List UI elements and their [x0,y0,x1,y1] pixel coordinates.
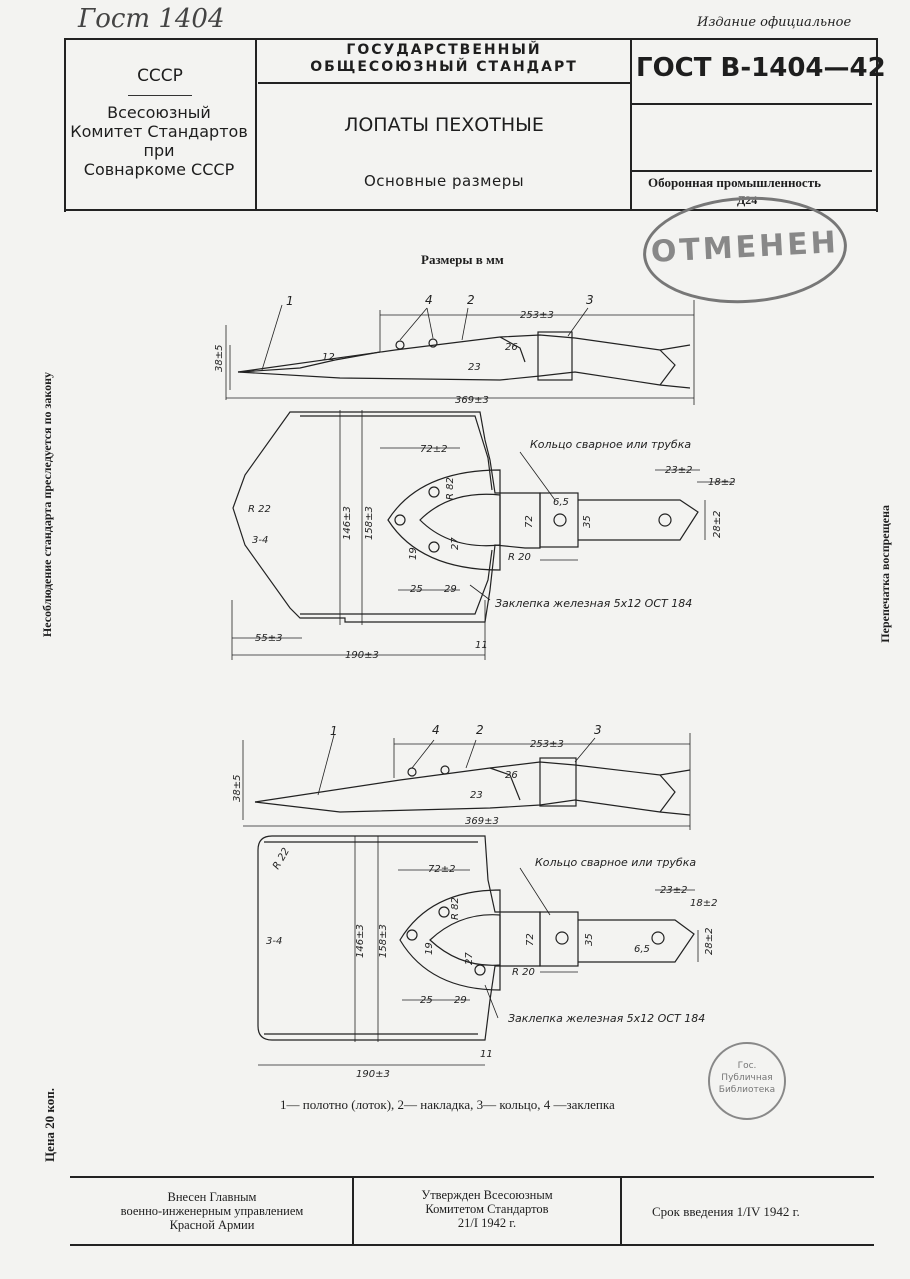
units-note: Размеры в мм [421,252,504,267]
dim-label: R 82 [445,477,456,500]
blade-plan-view-2 [257,835,699,1066]
callout-3: 3 [586,293,594,307]
dim-label: 369±3 [455,395,489,406]
dim-label: 55±3 [255,633,282,644]
dim-label: 38±5 [232,775,243,802]
rivet-note: Заклепка железная 5х12 ОСТ 184 [508,1012,705,1025]
dim-label: 146±3 [342,506,353,540]
footer-divider-2 [620,1178,622,1244]
dim-label: 26 [505,342,518,353]
dim-label: 72±2 [420,444,447,455]
rivet-note: Заклепка железная 5х12 ОСТ 184 [495,597,692,610]
callout-4: 4 [432,723,440,737]
dim-label: R 20 [508,552,531,563]
dim-label: 28±2 [712,511,723,538]
dim-label: 35 [582,515,593,528]
dim-label: 38±5 [214,345,225,372]
standard-code: ГОСТ В-1404—42 [636,53,886,83]
dim-label: 190±3 [356,1069,390,1080]
header-divider-1 [255,38,257,210]
callout-3: 3 [594,723,602,737]
dim-label: 27 [464,952,475,965]
country-label: СССР [137,66,183,86]
ring-note: Кольцо сварное или трубка [535,856,696,869]
dim-label: 18±2 [690,898,717,909]
dim-label: R 22 [248,504,271,515]
dim-label: 29 [444,584,457,595]
header-rule-right-2 [632,170,872,172]
footer-bottom-rule [70,1244,874,1246]
dim-label: 23±2 [665,465,692,476]
dim-label: 19 [424,942,435,955]
dim-label: 158±3 [378,924,389,958]
dim-label: 146±3 [355,924,366,958]
dim-label: 28±2 [704,928,715,955]
dim-label: 369±3 [465,816,499,827]
ring-note: Кольцо сварное или трубка [530,438,691,451]
callout-1: 1 [330,724,338,738]
dim-label: 6,5 [553,497,569,508]
library-stamp: Гос. Публичная Библиотека [708,1042,786,1120]
dim-label: 26 [505,770,518,781]
dim-label: R 20 [512,967,535,978]
dim-label: 11 [480,1049,493,1060]
page-title: ЛОПАТЫ ПЕХОТНЫЕ [344,114,544,136]
callout-2: 2 [467,293,475,307]
standard-type: ГОСУДАРСТВЕННЫЙ ОБЩЕСОЮЗНЫЙ СТАНДАРТ [310,42,578,75]
header-rule-right-1 [632,103,872,105]
dim-label: 253±3 [520,310,554,321]
side-view-2 [242,733,691,830]
approved-by: Утвержден Всесоюзным Комитетом Стандарто… [421,1188,553,1230]
dim-label: 6,5 [634,944,650,955]
submitted-by: Внесен Главным военно-инженерным управле… [120,1190,304,1232]
dim-label: 72±2 [428,864,455,875]
parts-legend: 1— полотно (лоток), 2— накладка, 3— коль… [280,1097,615,1112]
effective-date: Срок введения 1/IV 1942 г. [652,1204,800,1219]
dim-label: 72 [525,933,536,946]
dim-label: 27 [450,537,461,550]
header-bottom-rule [64,209,878,211]
header-rule-middle [258,82,630,84]
dim-label: 253±3 [530,739,564,750]
dim-label: 11 [475,640,488,651]
dim-label: 18±2 [708,477,735,488]
dim-label: R 82 [450,897,461,920]
dim-label: 158±3 [364,506,375,540]
dim-label: 23 [468,362,481,373]
dim-label: 23±2 [660,885,687,896]
side-view-1 [225,300,695,405]
callout-4: 4 [425,293,433,307]
dim-label: 25 [410,584,423,595]
dim-label: 19 [408,547,419,560]
callout-2: 2 [476,723,484,737]
edition-label: Издание официальное [697,15,852,30]
callout-1: 1 [286,294,294,308]
group-code: Д24 [737,193,758,207]
dim-label: R 22 [271,846,292,871]
header-divider-2 [630,38,632,210]
dim-label: 3-4 [266,936,282,947]
dim-label: 3-4 [252,535,268,546]
country-underline [128,95,192,96]
blade-plan-view-1 [231,410,735,660]
committee-block: Всесоюзный Комитет Стандартов при Совнар… [70,103,248,179]
dim-label: 72 [524,515,535,528]
dim-label: 29 [454,995,467,1006]
dim-label: 23 [470,790,483,801]
footer-divider-1 [352,1178,354,1244]
dim-label: 12 [322,352,335,363]
dim-label: 25 [420,995,433,1006]
header-frame [64,38,878,212]
handwritten-note: Гост 1404 [78,4,225,34]
footer-top-rule [70,1176,874,1178]
dim-label: 190±3 [345,650,379,661]
dim-label: 35 [584,933,595,946]
page-subtitle: Основные размеры [363,172,525,190]
industry-label: Оборонная промышленность [648,175,821,190]
